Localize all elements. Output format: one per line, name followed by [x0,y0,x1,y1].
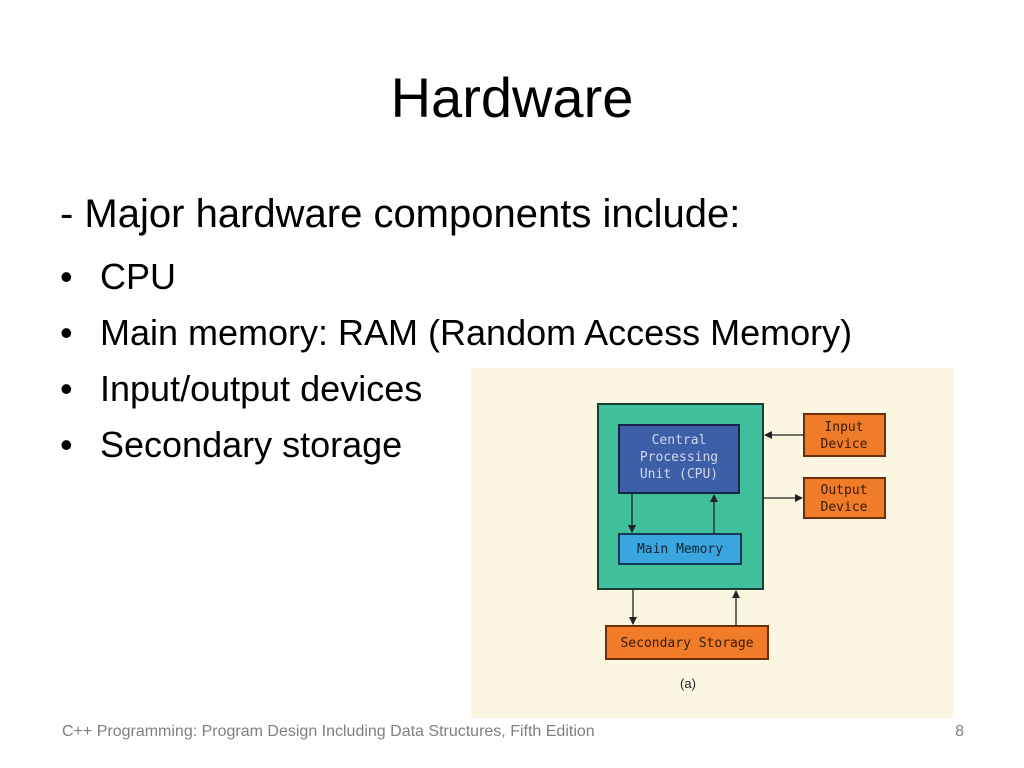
output-device-label-line-2: Device [821,500,868,515]
secondary-storage-box [605,625,769,660]
intro-text: - Major hardware components include: [60,192,741,236]
bullet-cpu: CPU [60,249,852,305]
cpu-label-line-3: Unit (CPU) [640,467,718,482]
output-device-label-line-1: Output [821,483,868,498]
main-memory-label: Main Memory [637,542,723,557]
secondary-storage-label: Secondary Storage [620,636,753,651]
bullet-main-memory: Main memory: RAM (Random Access Memory) [60,305,852,361]
main-memory-box [618,533,742,565]
input-device-label-line-1: Input [824,420,863,435]
slide-footer: C++ Programming: Program Design Includin… [62,723,595,740]
bullet-list: CPU Main memory: RAM (Random Access Memo… [60,249,852,473]
cpu-label-line-1: Central [652,433,707,448]
bullet-io-devices: Input/output devices [60,361,852,417]
output-device-box [803,477,886,519]
hardware-diagram-svg: Central Processing Unit (CPU) Main Memor… [597,403,886,691]
cpu-box [618,424,740,494]
slide-title: Hardware [390,66,634,129]
diagram-caption: (a) [680,676,696,691]
hardware-diagram: Central Processing Unit (CPU) Main Memor… [471,368,954,718]
cpu-label-line-2: Processing [640,450,718,465]
page-number: 8 [955,723,964,740]
bullet-secondary-storage: Secondary storage [60,417,852,473]
input-device-label-line-2: Device [821,437,868,452]
